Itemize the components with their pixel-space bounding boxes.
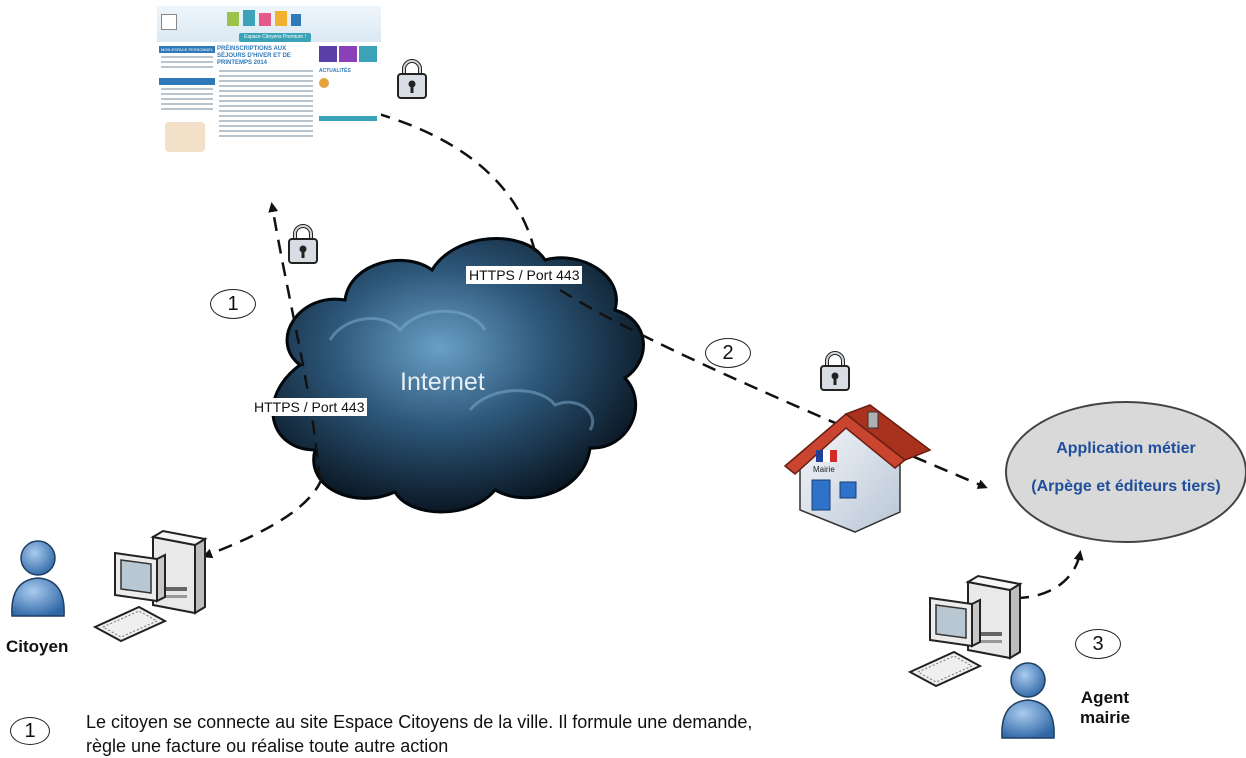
website-banner: Espace Citoyens Premium ! [157, 6, 381, 42]
house-tile-icon [259, 13, 271, 26]
website-button [319, 116, 377, 121]
town-hall-sign: Mairie [813, 465, 835, 474]
https-label-top: HTTPS / Port 443 [466, 266, 583, 284]
padlock-icon [396, 59, 428, 100]
internet-cloud-icon [271, 237, 645, 514]
agent-label-line1: Agent [1080, 688, 1130, 707]
website-news-title: ACTUALITÉS [319, 68, 351, 74]
https-label-left: HTTPS / Port 443 [251, 398, 368, 416]
town-hall-icon [783, 404, 932, 533]
agent-label: Agent mairie [1070, 688, 1140, 728]
website-sidebar-title: MON ESPACE PERSONNEL [159, 46, 215, 53]
application-subtitle: (Arpège et éditeurs tiers) [1031, 478, 1221, 495]
house-tile-icon [291, 14, 301, 26]
application-title: Application métier [1056, 440, 1196, 457]
link-cloud-to-website [268, 202, 322, 481]
legend-text-line1: Le citoyen se connecte au site Espace Ci… [86, 712, 753, 732]
website-banner-title: Espace Citoyens Premium ! [239, 33, 311, 42]
step-3-badge: 3 [1075, 629, 1121, 659]
link-agent-pc-to-application [1014, 550, 1084, 600]
website-sidebar-box [159, 78, 215, 85]
citizen-label: Citoyen [6, 637, 69, 656]
citizen-computer-icon [94, 530, 206, 642]
house-tile-icon [275, 11, 287, 26]
house-tile-icon [227, 12, 239, 26]
website-headline: PRÉINSCRIPTIONS AUX SÉJOURS D'HIVER ET D… [217, 46, 291, 66]
step-2-badge: 2 [705, 338, 751, 368]
news-icon [319, 78, 329, 88]
legend-text-line2: règle une facture ou réalise toute autre… [86, 736, 449, 756]
agent-computer-icon [909, 575, 1021, 687]
agent-person-icon [1001, 662, 1055, 739]
agent-label-line2: mairie [1079, 708, 1131, 727]
link-cloud-to-website-top [369, 109, 537, 253]
step-1-badge: 1 [210, 289, 256, 319]
padlock-icon [287, 224, 319, 265]
application-label: Application métier (Arpège et éditeurs t… [1006, 440, 1246, 496]
legend-text: Le citoyen se connecte au site Espace Ci… [86, 710, 906, 758]
house-tile-icon [243, 10, 255, 26]
tile-icon [359, 46, 377, 62]
website-logo-icon [161, 14, 177, 30]
website-right-column: ACTUALITÉS [319, 46, 379, 166]
website-thumbnail: Espace Citoyens Premium ! MON ESPACE PER… [157, 6, 381, 202]
website-main-content: PRÉINSCRIPTIONS AUX SÉJOURS D'HIVER ET D… [217, 46, 315, 166]
link-cloud-to-citizen-pc [202, 477, 324, 559]
padlock-icon [819, 351, 851, 392]
website-family-illustration-icon [165, 122, 205, 152]
tile-icon [339, 46, 357, 62]
citizen-person-icon [11, 540, 65, 617]
tile-icon [319, 46, 337, 62]
website-sidebar: MON ESPACE PERSONNEL [159, 46, 215, 196]
internet-label: Internet [400, 368, 485, 396]
legend-step-1-badge: 1 [10, 717, 50, 745]
application-ellipse [1005, 401, 1246, 543]
